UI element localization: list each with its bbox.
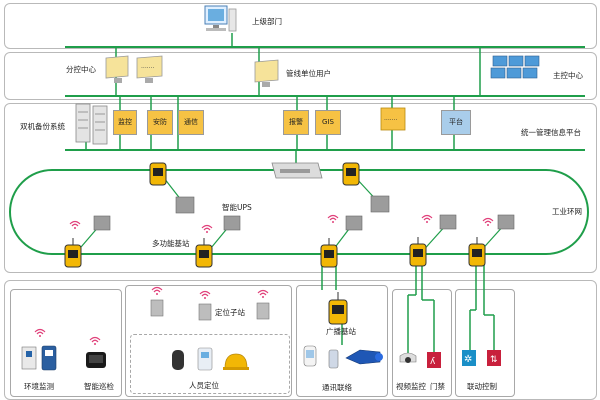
svg-text:ʎ: ʎ xyxy=(430,357,436,367)
ups-box xyxy=(439,214,457,230)
fan-icon: ✲ xyxy=(462,350,476,366)
ups-box xyxy=(223,215,241,231)
industrial-ring-label: 工业环网 xyxy=(552,207,582,216)
locate-substation-icon xyxy=(256,289,270,320)
dual-backup-label: 双机备份系统 xyxy=(20,122,65,131)
svg-text:⇅: ⇅ xyxy=(490,355,498,365)
wireless-icon xyxy=(421,214,433,224)
base-station-icon xyxy=(149,162,167,186)
module-security[interactable]: 安防 xyxy=(147,110,173,135)
industrial-ring-line xyxy=(9,169,589,255)
dotted-terminal-icon: ······· xyxy=(380,107,406,131)
pipeline-user-label: 管线单位用户 xyxy=(286,69,331,78)
top-dept-label: 上级部门 xyxy=(252,17,282,26)
unified-platform-label: 统一管理信息平台 xyxy=(521,128,581,137)
linkage-control-label: 联动控制 xyxy=(467,382,497,391)
svg-text:·······: ······· xyxy=(141,65,154,72)
base-station-icon xyxy=(342,162,360,186)
base-station-icon xyxy=(320,238,338,268)
speaker-icon xyxy=(345,349,383,365)
server-icon xyxy=(75,103,91,143)
wireless-icon xyxy=(327,214,339,224)
ups-box xyxy=(345,215,363,231)
env-patrol-panel xyxy=(10,289,122,397)
base-station-icon xyxy=(195,238,213,268)
phone-icon xyxy=(303,345,317,367)
locate-substation-icon xyxy=(150,286,164,317)
access-door-icon: ʎ xyxy=(427,352,441,368)
wireless-icon xyxy=(69,220,81,230)
module-gis[interactable]: GIS xyxy=(315,110,341,135)
env-monitor-label: 环境监测 xyxy=(24,382,54,391)
main-center-label: 主控中心 xyxy=(553,71,583,80)
wireless-icon xyxy=(89,336,101,346)
base-station-icon xyxy=(468,237,486,267)
gas-detector-icon xyxy=(41,345,57,371)
helmet-icon xyxy=(223,353,249,370)
access-control-label: 门禁 xyxy=(430,382,445,391)
wireless-icon xyxy=(201,224,213,234)
svg-text:✲: ✲ xyxy=(464,354,472,365)
locate-substation-label: 定位子站 xyxy=(215,308,245,317)
comm-link-label: 通讯联络 xyxy=(322,383,352,392)
tag-card-icon xyxy=(172,350,184,370)
badge-card-icon xyxy=(197,347,213,371)
computer-icon xyxy=(204,5,237,32)
personnel-locate-label: 人员定位 xyxy=(189,381,219,390)
video-wall-icon xyxy=(490,55,540,79)
module-platform[interactable]: 平台 xyxy=(441,110,471,135)
wireless-icon xyxy=(34,328,46,338)
base-station-icon xyxy=(409,237,427,267)
patrol-robot-icon xyxy=(86,352,106,368)
wireless-icon xyxy=(482,217,494,227)
ups-box xyxy=(93,215,111,231)
broadcast-station-label: 广播基站 xyxy=(326,327,356,336)
network-switch-icon xyxy=(271,162,323,179)
smart-ups-label: 智能UPS xyxy=(222,203,252,212)
ups-box xyxy=(370,195,390,213)
svg-text:·······: ······· xyxy=(384,117,397,124)
smart-patrol-label: 智能巡检 xyxy=(84,382,114,391)
broadcast-station-icon xyxy=(328,292,348,325)
handset-icon xyxy=(328,349,339,369)
pipeline-user-monitor-icon xyxy=(254,59,279,87)
sub-center-label: 分控中心 xyxy=(66,65,96,74)
locate-substation-icon xyxy=(198,290,212,321)
pump-icon: ⇅ xyxy=(487,350,501,366)
camera-icon xyxy=(399,352,417,363)
top-dept-band xyxy=(4,3,597,49)
ups-box xyxy=(175,196,195,214)
ups-box xyxy=(497,214,515,230)
linkage-panel xyxy=(455,289,515,397)
module-comm[interactable]: 通信 xyxy=(178,110,204,135)
video-monitor-label: 视频监控 xyxy=(396,382,426,391)
server-icon xyxy=(92,105,108,145)
module-alarm[interactable]: 报警 xyxy=(283,110,309,135)
base-station-icon xyxy=(64,238,82,268)
sub-center-monitor-icon: ······· xyxy=(136,55,163,83)
sub-center-monitor-icon xyxy=(105,55,129,83)
env-sensor-icon xyxy=(21,346,37,370)
multi-station-label: 多功能基站 xyxy=(152,239,190,248)
module-monitor[interactable]: 监控 xyxy=(113,110,137,135)
